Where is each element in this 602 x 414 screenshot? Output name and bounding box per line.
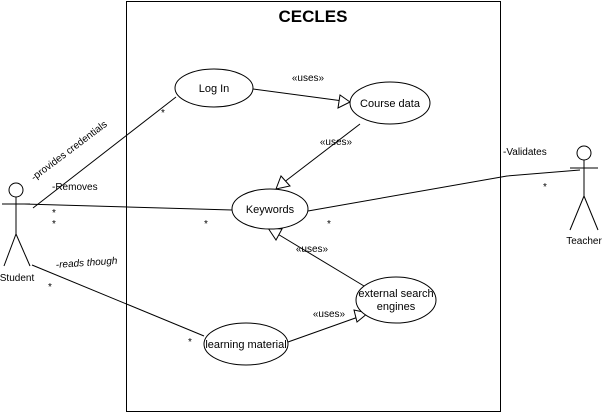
use-case-keywords-label: Keywords xyxy=(246,204,295,216)
assoc-student-learning xyxy=(31,264,205,337)
mult-student-reads: * xyxy=(48,282,52,293)
actor-teacher-label: Teacher xyxy=(566,236,602,247)
label-validates: -Validates xyxy=(503,147,547,158)
mult-keywords-right: * xyxy=(327,219,331,230)
label-reads-though: -reads though xyxy=(55,256,118,271)
mult-student-2: * xyxy=(52,219,56,230)
uses-label-external-keywords: «uses» xyxy=(296,244,329,255)
mult-teacher: * xyxy=(543,182,547,193)
use-case-learning-material-label: learning material xyxy=(205,339,286,351)
use-case-external-search[interactable]: external search engines xyxy=(355,276,437,324)
assoc-student-keywords xyxy=(23,203,233,211)
use-case-keywords[interactable]: Keywords xyxy=(231,188,309,230)
uses-label-learning-external: «uses» xyxy=(313,309,346,320)
system-title: CECLES xyxy=(279,7,348,26)
use-case-external-search-line2: engines xyxy=(377,301,416,313)
use-case-course-data-label: Course data xyxy=(360,98,421,110)
use-case-login[interactable]: Log In xyxy=(174,68,254,108)
arrowhead-keywords-top xyxy=(275,175,291,190)
uses-login-course xyxy=(252,88,344,102)
mult-login: * xyxy=(161,108,165,119)
actor-student[interactable] xyxy=(2,182,31,267)
label-removes: -Removes xyxy=(52,182,98,193)
label-provides-credentials: -provides credentials xyxy=(29,119,109,183)
arrowhead-course xyxy=(337,94,351,109)
assoc-teacher-keywords xyxy=(307,169,581,212)
actor-student-label: Student xyxy=(0,273,34,284)
assoc-student-login xyxy=(32,96,177,209)
actor-teacher[interactable] xyxy=(569,145,599,231)
uses-external-keywords xyxy=(275,232,365,287)
use-case-login-label: Log In xyxy=(199,83,230,95)
system-boundary xyxy=(126,1,501,412)
mult-keywords-left: * xyxy=(204,219,208,230)
use-case-learning-material[interactable]: learning material xyxy=(203,322,289,366)
uses-label-course-keywords: «uses» xyxy=(320,137,353,148)
mult-learning: * xyxy=(188,337,192,348)
use-case-course-data[interactable]: Course data xyxy=(349,81,431,125)
uses-learning-external xyxy=(287,315,362,343)
use-case-external-search-line1: external search xyxy=(358,288,433,300)
uses-label-login-course: «uses» xyxy=(292,73,325,84)
uses-course-keywords xyxy=(282,123,361,184)
mult-student-1: * xyxy=(52,208,56,219)
